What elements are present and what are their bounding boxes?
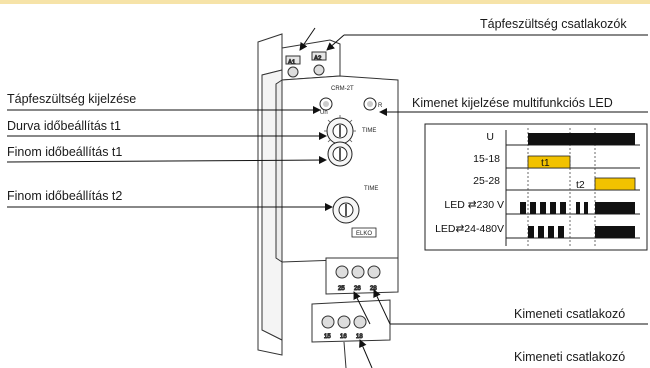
din-rail-clip [257,33,283,356]
t1-label: t1 [541,157,550,169]
row-label-u: U [486,131,494,143]
brand-plate [351,227,377,238]
device-model-label: CRM-2T [331,86,354,92]
terminal-26-label: 26 [354,286,361,292]
brand-label: ELKO [356,231,372,237]
arrow-terminal-28 [373,289,391,325]
label-supply-indication: Tápfeszültség kijelzése [7,92,136,106]
terminal-a2-label: A2 [314,56,322,62]
fine-time-dial-t1[interactable] [327,141,353,167]
signal-u [528,133,635,145]
timing-diagram: U 15-18 25-28 LED ⇄230 V LED⇄24-480V [424,123,648,251]
label-fine-t2: Finom időbeállítás t2 [7,189,122,203]
label-coarse-t1: Durva időbeállítás t1 [7,119,121,133]
row-label-led-24-480v: LED⇄24-480V [435,223,504,235]
coarse-time-dial[interactable] [324,115,356,145]
signal-t1 [527,155,571,169]
row-label-led-230v: LED ⇄230 V [444,199,504,211]
label-output-terminal-1: Kimeneti csatlakozó [514,307,625,321]
terminal-a1-label: A1 [288,60,296,66]
led-label: R [378,103,383,109]
device-front-panel: CRM-2T Un R [275,75,399,263]
label-output-led: Kimenet kijelzése multifunkciós LED [412,96,613,110]
label-output-terminal-2: Kimeneti csatlakozó [514,350,625,364]
time-label-1: TIME [362,128,376,134]
fine-time-dial-t2[interactable] [332,196,360,224]
output-terminal-block-1: 25 26 28 [325,257,399,295]
terminal-16-label: 16 [340,334,347,340]
arrow-a2 [326,34,345,51]
signal-led-24-480v [528,226,635,238]
terminal-15-label: 15 [324,334,331,340]
un-label: Un [320,110,328,116]
signal-t2 [594,177,636,191]
arrow-terminal-26 [353,291,371,325]
time-label-2: TIME [364,186,378,192]
label-fine-t1: Finom időbeállítás t1 [7,145,122,159]
row-label-25-28: 25-28 [473,175,500,187]
supply-led-lens [323,101,329,107]
top-terminal-block: A1 A2 [281,39,341,81]
terminal-28-label: 28 [370,286,377,292]
leader-fine-t1 [6,156,327,165]
terminal-18-label: 18 [356,334,363,340]
output-led-lens [367,101,373,107]
t2-label: t2 [576,179,585,191]
arrow-terminal-18 [359,339,373,368]
output-terminal-block-2: 15 16 18 [311,299,391,368]
top-accent-bar [0,0,650,4]
terminal-25-label: 25 [338,286,345,292]
arrow-a1 [299,27,316,51]
signal-led-230v [520,202,635,214]
label-supply-terminals: Tápfeszültség csatlakozók [480,17,627,31]
row-label-15-18: 15-18 [473,153,500,165]
